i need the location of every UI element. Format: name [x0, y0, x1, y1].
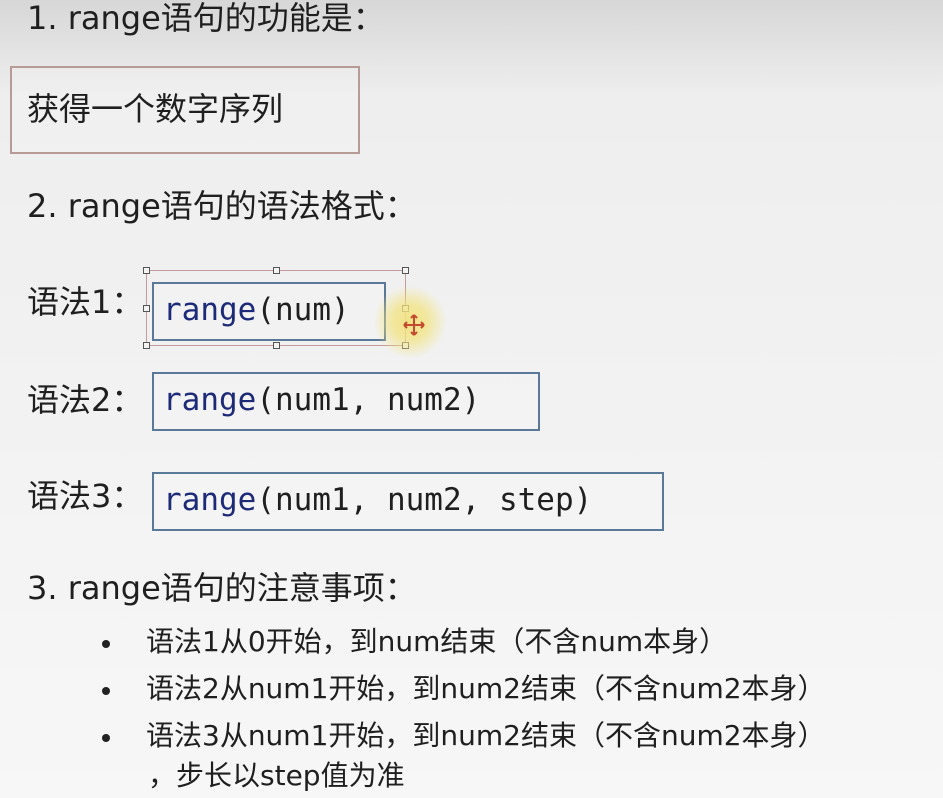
syntax-3-func: range	[163, 482, 257, 518]
resize-handle-bottom-center[interactable]	[273, 342, 280, 349]
section-2-title: 2. range语句的语法格式：	[27, 187, 417, 225]
note-2-bullet	[102, 687, 110, 695]
note-2-text: 语法2从num1开始，到num2结束（不含num2本身）	[146, 672, 826, 705]
note-3-text-line-1: 语法3从num1开始，到num2结束（不含num2本身）	[146, 719, 826, 752]
syntax-2-code-box[interactable]: range(num1, num2)	[152, 372, 540, 431]
resize-handle-top-right[interactable]	[402, 267, 409, 274]
syntax-2-label: 语法2：	[27, 381, 144, 419]
syntax-3-args: (num1, num2, step)	[256, 482, 593, 518]
cursor-highlight	[374, 286, 446, 358]
syntax-1-label: 语法1：	[27, 283, 144, 321]
move-cursor-icon	[403, 314, 425, 336]
note-1-bullet	[102, 640, 110, 648]
section-1-title: 1. range语句的功能是：	[27, 0, 385, 37]
syntax-1-code: range(num)	[163, 295, 350, 326]
syntax-3-code-box[interactable]: range(num1, num2, step)	[152, 472, 664, 531]
syntax-3-label: 语法3：	[27, 477, 144, 515]
note-1-text: 语法1从0开始，到num结束（不含num本身）	[146, 625, 728, 658]
section-3-title: 3. range语句的注意事项：	[27, 569, 417, 607]
note-3-text-line-2: ，步长以step值为准	[148, 759, 405, 792]
syntax-1-args: (num)	[256, 292, 350, 328]
answer-text: 获得一个数字序列	[27, 90, 284, 128]
syntax-2-args: (num1, num2)	[256, 382, 481, 418]
resize-handle-middle-left[interactable]	[143, 305, 150, 312]
note-3-bullet	[102, 734, 110, 742]
resize-handle-top-left[interactable]	[143, 267, 150, 274]
syntax-1-code-box[interactable]: range(num)	[152, 282, 386, 341]
resize-handle-top-center[interactable]	[273, 267, 280, 274]
selection-frame[interactable]	[143, 267, 409, 349]
syntax-1-func: range	[163, 292, 257, 328]
syntax-2-code: range(num1, num2)	[163, 385, 480, 416]
resize-handle-bottom-left[interactable]	[143, 342, 150, 349]
syntax-2-func: range	[163, 382, 257, 418]
syntax-3-code: range(num1, num2, step)	[163, 485, 592, 516]
answer-box: 获得一个数字序列	[10, 66, 360, 154]
